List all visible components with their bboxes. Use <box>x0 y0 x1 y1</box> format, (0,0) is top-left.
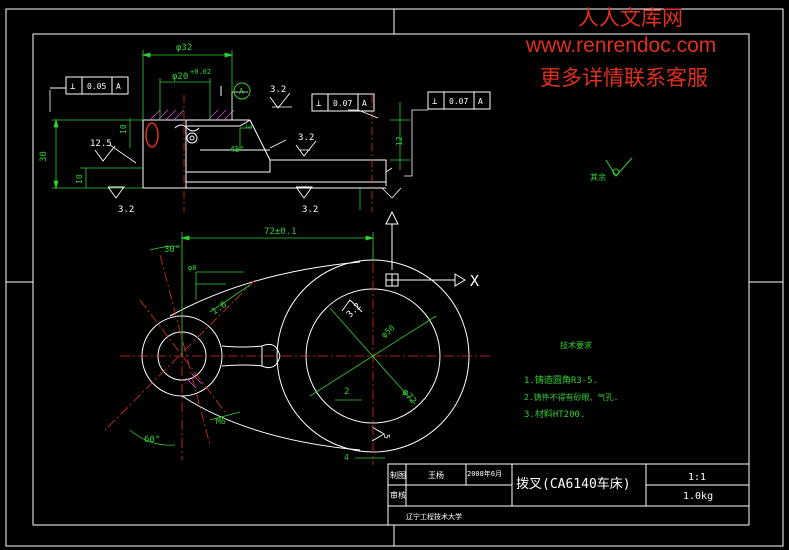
dim-center-text: 2 <box>344 387 349 397</box>
title-block-frame <box>387 463 750 526</box>
datum-text: A <box>239 87 244 96</box>
tb-row2-label: 审核 <box>390 490 406 500</box>
fcf-right <box>427 91 491 110</box>
fcf-mid <box>311 93 375 112</box>
dim-angle-bottom-text: 60° <box>144 435 160 445</box>
dim-thread-text: M6 <box>216 417 226 426</box>
dim-big-diam-text: φ72 <box>400 388 418 407</box>
watermark-line1: 人人文库网 <box>578 6 683 30</box>
datum-circle <box>233 82 251 100</box>
roughness-other-symbol <box>605 157 633 177</box>
tb-row1-name: 王杨 <box>428 470 444 480</box>
front-view-hatch <box>185 373 203 389</box>
dim-bottom-text: 4 <box>344 453 349 462</box>
fcf-right-sym: ⊥ <box>432 97 438 107</box>
fcf-mid-sym: ⊥ <box>316 99 322 109</box>
tb-part-name: 拨叉(CA6140车床) <box>516 476 631 492</box>
dim-lower-text: 10 <box>75 174 84 184</box>
roughness-5-text: 3.2 <box>302 205 318 215</box>
top-view-centerlines <box>183 95 373 212</box>
tb-weight: 1.0kg <box>683 491 713 502</box>
axis-x-label: X <box>470 272 479 290</box>
dim-height-text: 30 <box>39 151 49 162</box>
fcf-right-val: 0.07 <box>449 97 468 106</box>
tb-school: 辽宁工程技术大学 <box>406 512 462 521</box>
dim-right2-text: 3 <box>244 124 253 129</box>
top-view-detail <box>174 124 200 144</box>
fcf-left <box>50 76 129 95</box>
roughness-other-text: 其余 <box>590 172 606 182</box>
tb-row1-label: 制图 <box>390 470 406 480</box>
roughness-2-text: 3.2 <box>270 85 286 95</box>
fcf-right-datum: A <box>478 97 483 106</box>
tb-scale: 1:1 <box>688 472 706 483</box>
section-marker <box>145 122 159 148</box>
watermark-url: www.renrendoc.com <box>526 34 717 57</box>
dim-hole-note-text: φ8 <box>188 264 196 272</box>
fcf-mid-val: 0.07 <box>333 99 352 108</box>
watermark-line3: 更多详情联系客服 <box>540 66 708 90</box>
tech-req-item-1: 1.铸造圆角R3-5. <box>524 374 598 386</box>
front-view-dimensions <box>129 232 437 459</box>
tb-row1-date: 2008年6月 <box>467 469 502 478</box>
dim-upper-text: 10 <box>119 124 128 134</box>
roughness-symbols <box>94 92 385 442</box>
dim-angle-top-text: 30° <box>164 245 180 255</box>
roughness-1-text: 12.5 <box>90 139 112 149</box>
fcf-mid-datum: A <box>362 99 367 108</box>
roughness-4-text: 3.2 <box>118 205 134 215</box>
tech-req-title: 技术要求 <box>560 340 592 350</box>
chamfer-text: 45° <box>230 145 244 154</box>
fcf-left-datum: A <box>116 82 121 91</box>
dim-right-text: 12 <box>395 136 404 146</box>
dim-width-text: φ32 <box>176 43 192 53</box>
roughness-3-text: 3.2 <box>298 133 314 143</box>
tech-req-item-3: 3.材料HT200. <box>524 408 585 420</box>
dim-bore-text: φ20 <box>172 72 188 82</box>
fcf-left-val: 0.05 <box>87 82 106 91</box>
dim-bore-tol-text: +0.02 <box>190 68 211 76</box>
dim-right-front-text: 5 <box>382 434 391 439</box>
dim-slot-text: 1.6 <box>210 300 229 318</box>
roughness-front-text: 3.2 <box>345 302 364 321</box>
axis-marker <box>385 210 466 287</box>
fcf-left-sym: ⊥ <box>70 82 76 92</box>
dim-inner-diam-text: φ50 <box>380 323 397 339</box>
top-view-dimensions <box>52 50 410 210</box>
dim-length-text: 72±0.1 <box>264 227 297 237</box>
tech-req-item-2: 2.铸件不得有砂眼、气孔. <box>524 392 618 402</box>
